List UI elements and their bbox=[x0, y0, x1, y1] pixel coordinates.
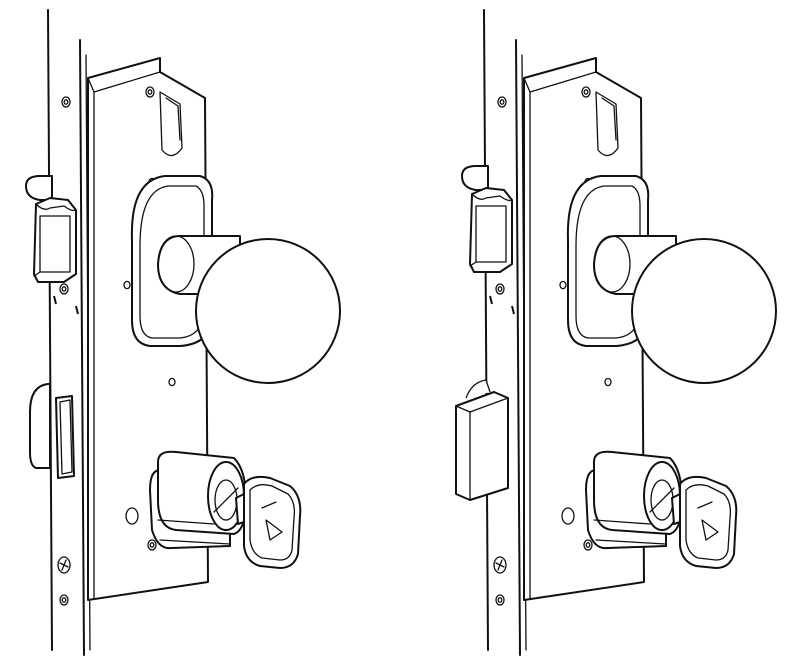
deadbolt-extended-right bbox=[455, 379, 509, 501]
lock-view-right bbox=[455, 9, 777, 656]
deadbolt-retracted-left bbox=[29, 383, 75, 479]
latch-left bbox=[25, 175, 77, 283]
lock-view-left bbox=[25, 9, 341, 656]
lock-assembly-right bbox=[483, 9, 777, 656]
latch-right bbox=[461, 165, 513, 273]
lock-assembly-left bbox=[47, 9, 341, 656]
